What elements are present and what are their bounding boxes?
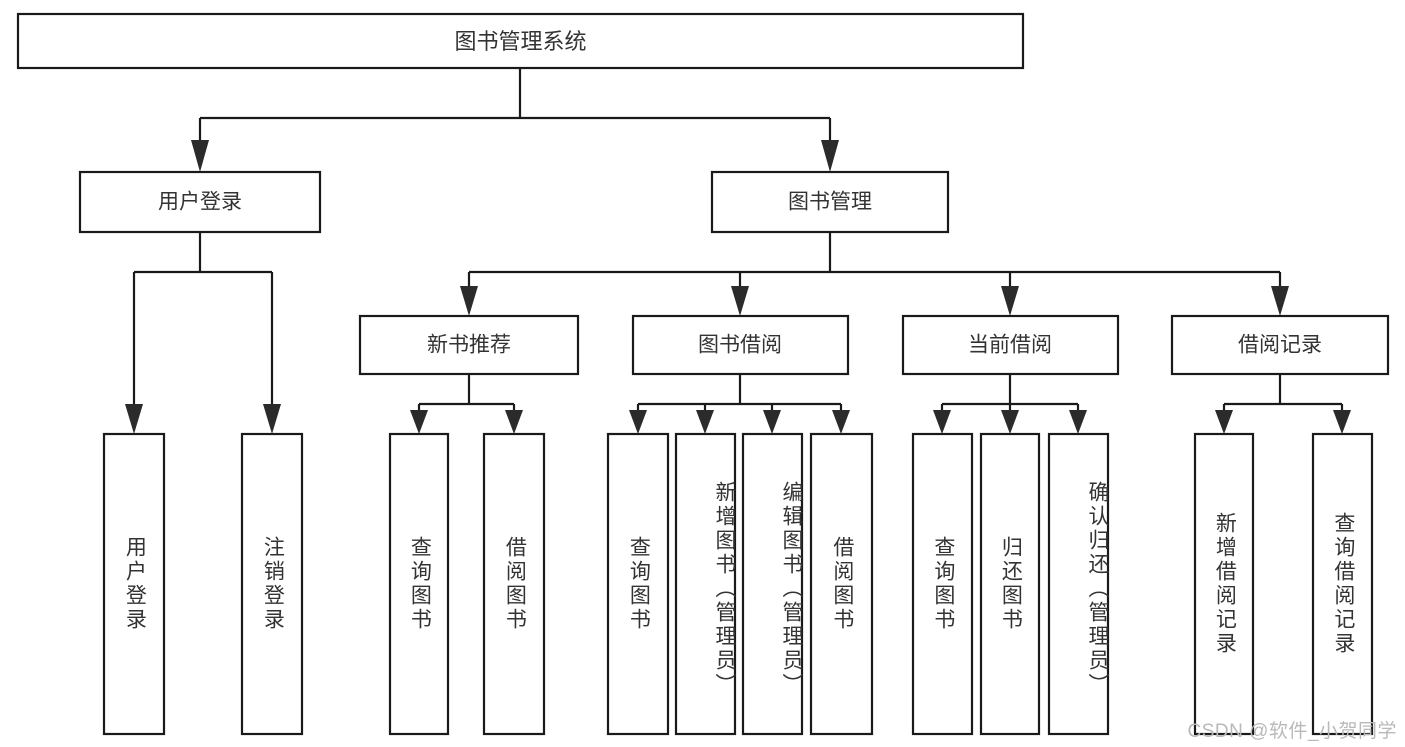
leaf-edit-book-box[interactable] xyxy=(741,432,804,736)
book-borrow-label: 图书借阅 xyxy=(698,334,782,357)
arrowhead-leaf-query-record xyxy=(1333,410,1351,434)
node-borrow-record[interactable]: 借阅记录 xyxy=(1170,314,1390,376)
arrowhead-book-manage xyxy=(821,140,839,172)
arrowhead-current-borrow xyxy=(1001,286,1019,316)
user-login-box[interactable] xyxy=(78,170,322,234)
connector-root-trunk xyxy=(198,68,832,140)
leaf-user-login-box[interactable] xyxy=(102,432,166,736)
connector-current-borrow-trunk xyxy=(940,374,1080,412)
arrowhead-leaf-user-login xyxy=(125,404,143,434)
leaf-box-layer[interactable] xyxy=(102,432,1374,736)
leaf-add-book-box[interactable] xyxy=(674,432,737,736)
arrowhead-leaf-add-book xyxy=(696,410,714,434)
leaf-confirm-return-box[interactable] xyxy=(1047,432,1110,736)
current-borrow-box[interactable] xyxy=(901,314,1120,376)
leaf-query-book-1-box[interactable] xyxy=(388,432,450,736)
arrowhead-leaf-query-book-1 xyxy=(410,410,428,434)
leaf-add-record-box[interactable] xyxy=(1193,432,1255,736)
node-user-login[interactable]: 用户登录 xyxy=(78,170,322,234)
arrowhead-leaf-borrow-book-1 xyxy=(505,410,523,434)
arrowhead-leaf-return-book xyxy=(1001,410,1019,434)
node-new-book-recommend[interactable]: 新书推荐 xyxy=(358,314,580,376)
new-book-recommend-box[interactable] xyxy=(358,314,580,376)
node-root[interactable]: 图书管理系统 xyxy=(16,12,1025,70)
arrowhead-leaf-borrow-book-2 xyxy=(832,410,850,434)
leaf-borrow-book-2-box[interactable] xyxy=(809,432,874,736)
leaf-borrow-book-1-box[interactable] xyxy=(482,432,546,736)
arrowhead-leaf-query-book-2 xyxy=(629,410,647,434)
book-manage-box[interactable] xyxy=(710,170,950,234)
current-borrow-label: 当前借阅 xyxy=(968,334,1052,357)
node-current-borrow[interactable]: 当前借阅 xyxy=(901,314,1120,376)
connector-layer xyxy=(125,68,1351,434)
connector-borrow-record-trunk xyxy=(1222,374,1344,412)
node-book-borrow[interactable]: 图书借阅 xyxy=(631,314,850,376)
leaf-query-record-box[interactable] xyxy=(1311,432,1374,736)
arrowhead-leaf-logout-login xyxy=(263,404,281,434)
user-login-label: 用户登录 xyxy=(158,191,242,214)
leaf-query-book-2-box[interactable] xyxy=(606,432,670,736)
leaf-return-book-box[interactable] xyxy=(979,432,1041,736)
arrowhead-book-borrow xyxy=(731,286,749,316)
connector-book-manage-trunk xyxy=(467,232,1282,288)
book-borrow-box[interactable] xyxy=(631,314,850,376)
arrowhead-leaf-query-book-3 xyxy=(933,410,951,434)
arrowhead-new-book-recommend xyxy=(460,286,478,316)
arrowhead-leaf-confirm-return xyxy=(1069,410,1087,434)
connector-user-login-trunk xyxy=(132,232,274,404)
new-book-recommend-label: 新书推荐 xyxy=(427,334,511,357)
borrow-record-label: 借阅记录 xyxy=(1238,334,1322,357)
leaf-query-book-3-box[interactable] xyxy=(911,432,974,736)
root-box[interactable] xyxy=(16,12,1025,70)
arrowhead-user-login xyxy=(191,140,209,172)
arrowhead-leaf-add-record xyxy=(1215,410,1233,434)
arrowhead-borrow-record xyxy=(1271,286,1289,316)
connector-new-book-recommend-trunk xyxy=(417,374,516,412)
leaf-logout-login-box[interactable] xyxy=(240,432,304,736)
book-manage-label: 图书管理 xyxy=(788,191,872,214)
root-label: 图书管理系统 xyxy=(454,29,586,54)
connector-book-borrow-trunk xyxy=(636,374,843,412)
node-book-manage[interactable]: 图书管理 xyxy=(710,170,950,234)
arrowhead-leaf-edit-book xyxy=(763,410,781,434)
borrow-record-box[interactable] xyxy=(1170,314,1390,376)
